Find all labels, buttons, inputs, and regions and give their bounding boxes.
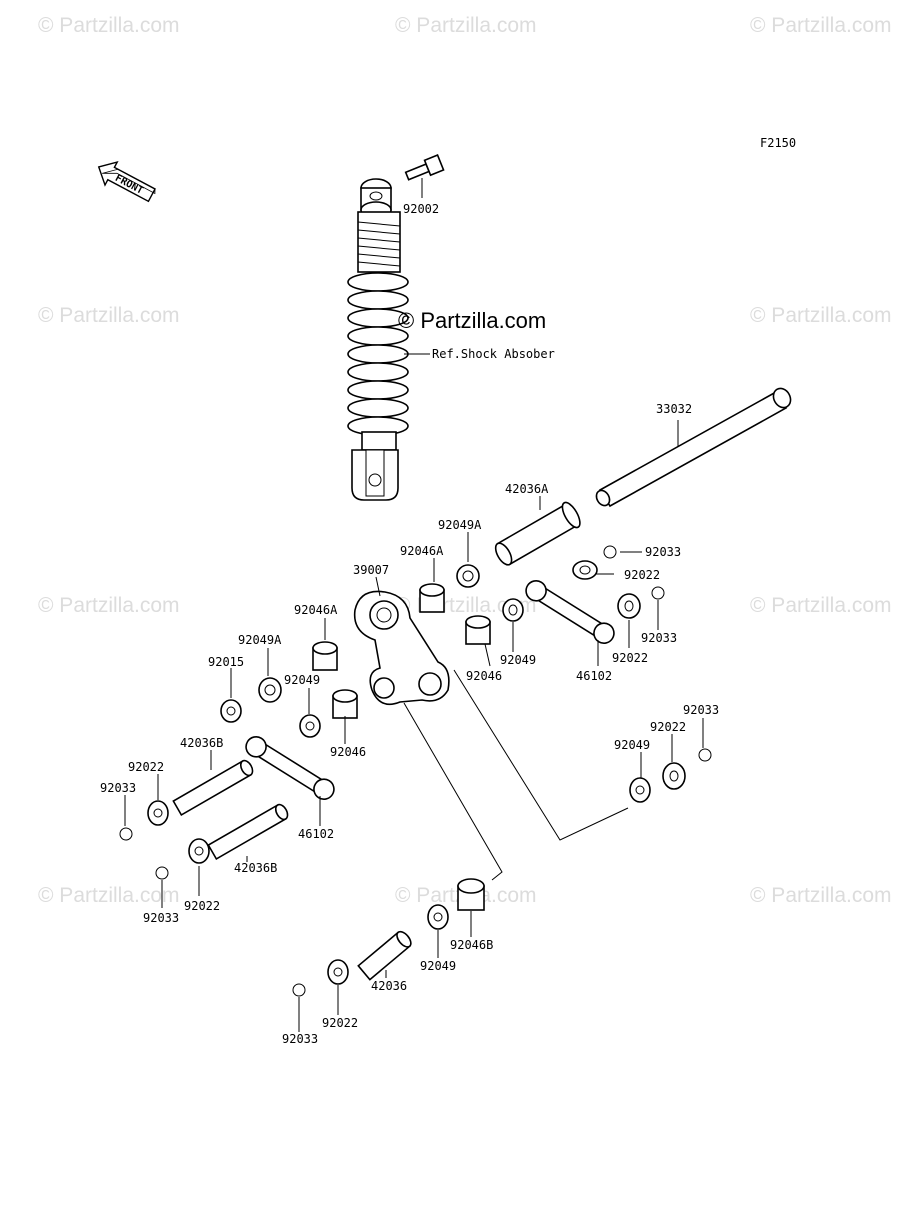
part-label: 92046B — [450, 938, 493, 952]
part-label: 92046A — [400, 544, 444, 558]
part-label: 92022 — [128, 760, 164, 774]
part-label: 92033 — [683, 703, 719, 717]
watermark: © Partzilla.com — [38, 884, 180, 907]
part-label: 92049 — [500, 653, 536, 667]
part-label: 92033 — [143, 911, 179, 925]
part-label: 46102 — [298, 827, 334, 841]
part-label: 92022 — [322, 1016, 358, 1030]
part-label: 46102 — [576, 669, 612, 683]
part-label: 92049 — [614, 738, 650, 752]
part-label: 39007 — [353, 563, 389, 577]
watermark: © Partzilla.com — [38, 14, 180, 37]
part-label: 92033 — [100, 781, 136, 795]
arm-drawing — [245, 736, 335, 800]
part-label: 92033 — [282, 1032, 318, 1046]
part-label: 42036B — [180, 736, 223, 750]
watermark: © Partzilla.com — [38, 304, 180, 327]
watermark: © Partzilla.com — [750, 884, 892, 907]
ref-label: Ref.Shock Absober — [432, 347, 555, 361]
part-label: 42036B — [234, 861, 277, 875]
thread-lines — [357, 221, 401, 267]
part-label: 92049 — [284, 673, 320, 687]
part-label: 33032 — [656, 402, 692, 416]
small-parts — [119, 545, 712, 997]
front-arrow-icon: FRONT — [97, 160, 156, 203]
axle-drawing — [595, 387, 792, 508]
arm-drawing — [525, 580, 615, 644]
part-label: 92033 — [641, 631, 677, 645]
figure-code: F2150 — [760, 136, 796, 150]
part-label: 92046A — [294, 603, 338, 617]
part-label: 92002 — [403, 202, 439, 216]
assembly-lines — [403, 669, 629, 881]
part-label: 42036A — [505, 482, 549, 496]
part-label: 92033 — [645, 545, 681, 559]
watermark: © Partzilla.com — [750, 594, 892, 617]
part-label: 42036 — [371, 979, 407, 993]
watermark: © Partzilla.com — [750, 304, 892, 327]
linkage-drawing — [353, 590, 450, 706]
part-label: 92046 — [466, 669, 502, 683]
center-watermark: © Partzilla.com — [398, 308, 546, 333]
part-label: 92015 — [208, 655, 244, 669]
part-labels: 92002 33032 42036A 92049A 92046A 39007 9… — [100, 202, 719, 1046]
spring-coils — [347, 272, 409, 436]
watermark: © Partzilla.com — [750, 14, 892, 37]
part-label: 92049A — [238, 633, 282, 647]
part-label: 92049 — [420, 959, 456, 973]
part-label: 92046 — [330, 745, 366, 759]
part-label: 92022 — [184, 899, 220, 913]
shock-absorber-drawing — [347, 178, 409, 501]
leader-lines — [124, 532, 704, 1032]
part-label: 92022 — [612, 651, 648, 665]
part-label: 92022 — [650, 720, 686, 734]
watermark: © Partzilla.com — [38, 594, 180, 617]
sleeve-drawing — [494, 501, 581, 566]
part-label: 92022 — [624, 568, 660, 582]
watermark: © Partzilla.com — [395, 14, 537, 37]
part-label: 92049A — [438, 518, 482, 532]
bolt-drawing — [404, 154, 445, 181]
